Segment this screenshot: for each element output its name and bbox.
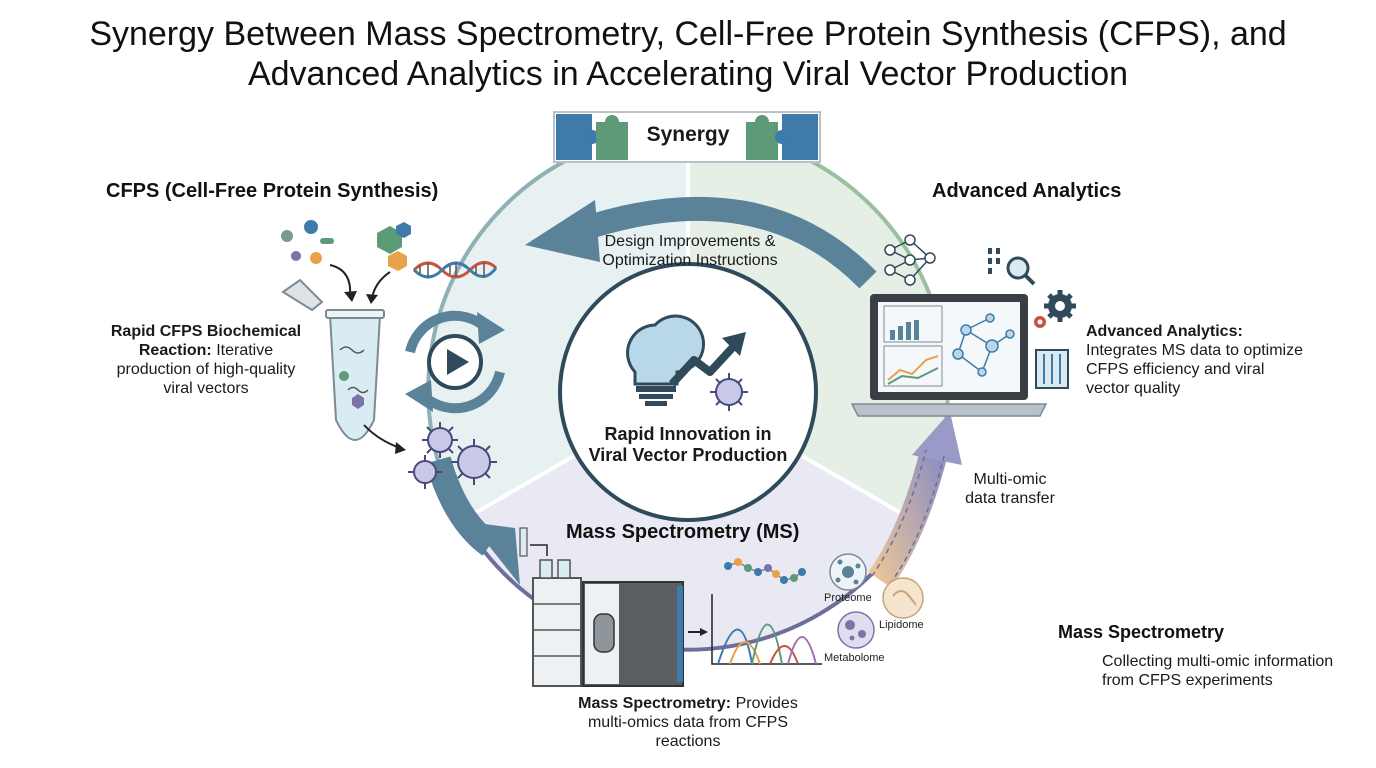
puzzle-icon (556, 114, 818, 160)
laptop-icon (850, 294, 1048, 417)
lipidome-label: Lipidome (879, 619, 924, 631)
side-note-line-1: Collecting multi-omic information (1102, 653, 1334, 670)
feedback-line-1: Design Improvements & (604, 233, 776, 250)
neural-network-icon (884, 234, 936, 286)
cfps-desc-rest-1: Iterative (211, 342, 274, 359)
cfps-desc-line-3: production of high-quality (116, 361, 296, 378)
center-circle (558, 262, 818, 522)
magnifier-icon (988, 248, 1036, 286)
center-line-1: Rapid Innovation in (604, 424, 772, 444)
analytics-desc-bold: Advanced Analytics: (1086, 323, 1243, 340)
cycle-play-icon (405, 310, 505, 414)
virus-cluster-icon (408, 422, 497, 489)
ms-description: Mass Spectrometry: Provides multi-omics … (560, 694, 816, 751)
metabolome-icon (837, 611, 875, 649)
analytics-desc-line-4: vector quality (1086, 380, 1181, 397)
center-label: Rapid Innovation in Viral Vector Product… (588, 424, 788, 466)
molecules-icon (281, 220, 411, 304)
virus-icon (710, 373, 748, 411)
transfer-arrow (868, 412, 962, 589)
analytics-description: Advanced Analytics: Integrates MS data t… (1086, 322, 1303, 398)
dna-icon (412, 261, 498, 279)
server-icon (1035, 349, 1069, 389)
lipidome-icon (882, 577, 924, 619)
cfps-description: Rapid CFPS Biochemical Reaction: Iterati… (86, 322, 326, 398)
center-line-2: Viral Vector Production (588, 445, 788, 465)
transfer-line-2: data transfer (965, 490, 1055, 507)
title-line-1: Synergy Between Mass Spectrometry, Cell-… (89, 15, 1287, 53)
analytics-desc-line-3: CFPS efficiency and viral (1086, 361, 1265, 378)
cfps-desc-bold-2: Reaction: (138, 342, 212, 359)
ms-desc-line-2: multi-omics data from CFPS (587, 714, 789, 731)
proteome-icon (829, 553, 867, 591)
synergy-label: Synergy (646, 123, 730, 146)
feedback-arrow (525, 196, 877, 289)
cfps-desc-line-4: viral vectors (163, 380, 249, 397)
spectrum-chart (711, 594, 822, 665)
proteome-label: Proteome (824, 592, 872, 604)
cfps-heading: CFPS (Cell-Free Protein Synthesis) (106, 180, 439, 202)
gear-icon (1034, 290, 1076, 328)
side-note-line-2: from CFPS experiments (1102, 672, 1273, 689)
chromatograph-icon (519, 527, 708, 687)
side-note-heading: Mass Spectrometry (1058, 622, 1225, 642)
trend-arrow-icon (669, 332, 746, 387)
molecule-chain-icon (724, 558, 806, 584)
title-line-2: Advanced Analytics in Accelerating Viral… (247, 55, 1129, 93)
feedback-arrow-label: Design Improvements & Optimization Instr… (580, 232, 800, 270)
transfer-arrow-label: Multi-omic data transfer (950, 470, 1070, 508)
feedback-line-2: Optimization Instructions (602, 252, 778, 269)
test-tube-icon (281, 278, 406, 454)
ms-desc-bold: Mass Spectrometry: (578, 695, 732, 712)
synergy-banner (553, 111, 821, 163)
page-title: Synergy Between Mass Spectrometry, Cell-… (0, 14, 1376, 94)
ms-heading: Mass Spectrometry (MS) (566, 521, 800, 543)
analytics-desc-line-2: Integrates MS data to optimize (1086, 342, 1303, 359)
analytics-heading: Advanced Analytics (932, 180, 1122, 202)
ms-desc-line-3: reactions (655, 733, 721, 750)
ms-desc-rest-1: Provides (731, 695, 798, 712)
metabolome-label: Metabolome (824, 652, 885, 664)
transfer-line-1: Multi-omic (973, 471, 1047, 488)
cfps-desc-bold-1: Rapid CFPS Biochemical (110, 323, 302, 340)
side-note-body: Collecting multi-omic information from C… (1102, 652, 1333, 690)
